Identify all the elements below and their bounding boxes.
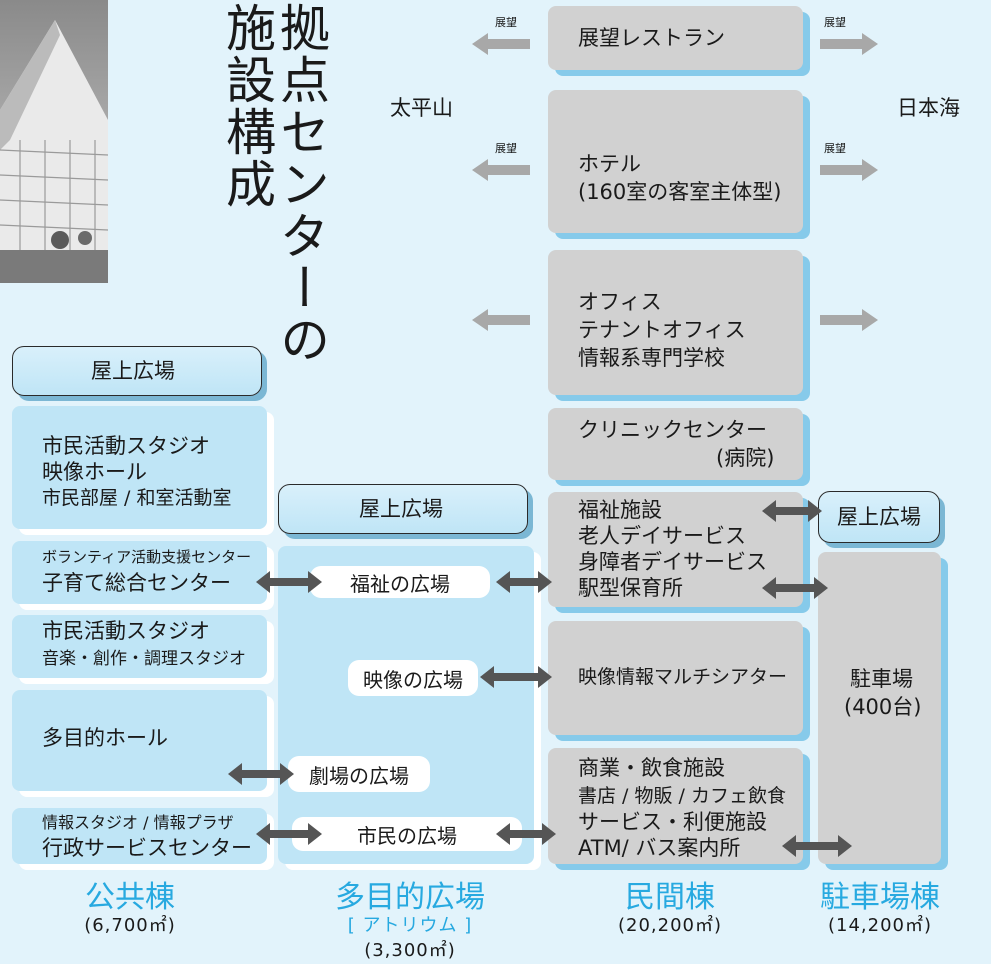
parking-building-name: 駐車場棟 bbox=[820, 880, 940, 915]
studio-label-2: 市民活動スタジオ bbox=[42, 619, 210, 643]
citizen-plaza: 市民の広場 bbox=[292, 817, 522, 851]
office-label: オフィス bbox=[578, 290, 662, 314]
view-tag: 展望 bbox=[824, 16, 846, 29]
school-label: 情報系専門学校 bbox=[578, 346, 725, 370]
parking-capacity: (400台) bbox=[844, 695, 922, 719]
childcare-label: 子育て総合センター bbox=[42, 571, 231, 595]
public-rooftop-label: 屋上広場 bbox=[91, 359, 175, 383]
video-plaza: 映像の広場 bbox=[348, 660, 478, 696]
arrow-right-icon bbox=[820, 159, 878, 181]
building-photo bbox=[0, 0, 108, 283]
view-tag: 展望 bbox=[824, 142, 846, 155]
title-line-1: 拠点センターの bbox=[272, 2, 330, 366]
parking-label: 駐車場 bbox=[850, 667, 913, 691]
double-arrow-icon bbox=[256, 823, 322, 845]
atrium-sub: [ アトリウム ] bbox=[347, 915, 473, 936]
double-arrow-icon bbox=[480, 666, 552, 688]
double-arrow-icon bbox=[228, 763, 294, 785]
double-arrow-icon bbox=[496, 823, 556, 845]
hall-box: 多目的ホール bbox=[12, 690, 267, 791]
double-arrow-icon bbox=[782, 835, 852, 857]
arrow-left-icon bbox=[472, 309, 530, 331]
restaurant-label: 展望レストラン bbox=[578, 26, 725, 50]
direction-right: 日本海 bbox=[897, 96, 960, 120]
theater-label: 映像情報マルチシアター bbox=[578, 666, 788, 688]
direction-left: 太平山 bbox=[390, 96, 453, 120]
commerce-box: 商業・飲食施設 書店 / 物販 / カフェ飲食 サービス・利便施設 ATM/ バ… bbox=[548, 748, 803, 864]
theater-box: 映像情報マルチシアター bbox=[548, 621, 803, 735]
welfare-label: 福祉施設 bbox=[578, 498, 662, 522]
arrow-right-icon bbox=[820, 33, 878, 55]
music-studio-label: 音楽・創作・調理スタジオ bbox=[42, 649, 246, 669]
private-building-name: 民間棟 bbox=[625, 880, 715, 915]
commerce-label: 商業・飲食施設 bbox=[578, 756, 725, 780]
view-tag: 展望 bbox=[495, 142, 517, 155]
atm-label: ATM/ バス案内所 bbox=[578, 836, 741, 860]
atrium-rooftop-label: 屋上広場 bbox=[359, 497, 443, 521]
title-line-2: 施設構成 bbox=[218, 2, 276, 210]
restaurant-box: 展望レストラン bbox=[548, 6, 803, 70]
info-box: 情報スタジオ / 情報プラザ 行政サービスセンター bbox=[12, 808, 267, 864]
public-building-area: (6,700㎡) bbox=[84, 915, 176, 936]
nursery-label: 駅型保育所 bbox=[578, 576, 683, 600]
studio-label-1: 市民活動スタジオ bbox=[42, 434, 210, 458]
service-label: サービス・利便施設 bbox=[578, 810, 767, 834]
elderly-service-label: 老人デイサービス bbox=[578, 524, 746, 548]
office-box: オフィス テナントオフィス 情報系専門学校 bbox=[548, 250, 803, 395]
double-arrow-icon bbox=[256, 571, 322, 593]
volunteer-box: ボランティア活動支援センター 子育て総合センター bbox=[12, 541, 267, 604]
parking-box: 駐車場 (400台) bbox=[818, 552, 941, 864]
tenant-office-label: テナントオフィス bbox=[578, 318, 746, 342]
atrium-name: 多目的広場 bbox=[335, 880, 485, 915]
atrium-area: (3,300㎡) bbox=[364, 940, 456, 961]
info-plaza-label: 情報スタジオ / 情報プラザ bbox=[42, 813, 234, 832]
shops-label: 書店 / 物販 / カフェ飲食 bbox=[578, 785, 786, 807]
welfare-plaza: 福祉の広場 bbox=[310, 566, 490, 598]
arrow-right-icon bbox=[820, 309, 878, 331]
double-arrow-icon bbox=[496, 571, 552, 593]
public-rooftop-box: 屋上広場 bbox=[12, 346, 262, 396]
arrow-left-icon bbox=[472, 33, 530, 55]
clinic-hospital: (病院) bbox=[716, 446, 775, 470]
view-tag: 展望 bbox=[495, 16, 517, 29]
clinic-label: クリニックセンター bbox=[578, 418, 767, 442]
atrium-box bbox=[278, 546, 534, 864]
video-hall-label: 映像ホール bbox=[42, 460, 147, 484]
admin-service-label: 行政サービスセンター bbox=[42, 836, 252, 860]
double-arrow-icon bbox=[762, 577, 828, 599]
clinic-box: クリニックセンター (病院) bbox=[548, 408, 803, 480]
arrow-left-icon bbox=[472, 159, 530, 181]
double-arrow-icon bbox=[762, 500, 822, 522]
hotel-rooms: (160室の客室主体型) bbox=[578, 180, 782, 204]
welfare-box: 福祉施設 老人デイサービス 身障者デイサービス 駅型保育所 bbox=[548, 492, 803, 607]
studio-box-1: 市民活動スタジオ 映像ホール 市民部屋 / 和室活動室 bbox=[12, 406, 267, 529]
parking-building-area: (14,200㎡) bbox=[827, 915, 933, 936]
private-building-area: (20,200㎡) bbox=[617, 915, 723, 936]
volunteer-label: ボランティア活動支援センター bbox=[42, 548, 252, 566]
citizen-room-label: 市民部屋 / 和室活動室 bbox=[42, 487, 232, 509]
hall-label: 多目的ホール bbox=[42, 726, 168, 750]
theater-plaza: 劇場の広場 bbox=[288, 756, 430, 792]
hotel-box: ホテル (160室の客室主体型) bbox=[548, 90, 803, 233]
atrium-rooftop-box: 屋上広場 bbox=[278, 484, 528, 534]
disabled-service-label: 身障者デイサービス bbox=[578, 550, 767, 574]
parking-rooftop-label: 屋上広場 bbox=[837, 505, 921, 529]
public-building-name: 公共棟 bbox=[85, 880, 175, 915]
studio-box-2: 市民活動スタジオ 音楽・創作・調理スタジオ bbox=[12, 615, 267, 678]
parking-rooftop-box: 屋上広場 bbox=[818, 491, 940, 543]
hotel-label: ホテル bbox=[578, 152, 641, 176]
